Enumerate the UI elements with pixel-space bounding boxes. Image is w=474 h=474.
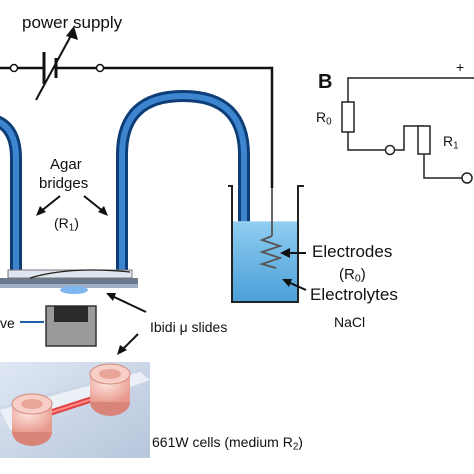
nacl-label: NaCl [334,314,366,330]
agar-bridge-right [116,89,250,284]
ibidi-label: Ibidi μ slides [150,319,228,335]
electrodes-label: Electrodes [312,242,393,261]
electrolytes-label: Electrolytes [310,285,398,304]
circuit-r1-label: R1 [443,133,459,152]
supply-wire [0,66,274,188]
slide-glow [60,286,88,294]
valve-box [45,305,97,347]
r0-electrode-label: (R0) [339,266,366,285]
cells-label: 661W cells (medium R2) [152,434,303,453]
circuit-r0-label: R0 [316,109,332,128]
wire-terminal-left [9,63,19,73]
agar-label-line1: Agar [50,156,82,173]
reservoir-left [11,393,53,446]
agar-label-line2: bridges [39,175,89,192]
reservoir-right [89,363,131,416]
valve-label: ve [0,315,15,331]
beaker [228,185,304,303]
circuit-node-2 [461,172,473,184]
power-supply-label: power supply [22,13,123,32]
resistor-r1 [417,125,431,155]
wire-terminal-right [95,63,105,73]
r1-bridge-label: (R1) [54,215,79,234]
plus-sign-label: + [456,59,465,75]
circuit-node-1 [384,144,396,156]
panel-b-label: B [318,71,333,93]
electrode-coil [258,188,283,269]
resistor-r0 [341,101,355,133]
electrolyte-liquid [233,222,297,302]
slide-tray [0,269,138,288]
equivalent-circuit [341,77,474,179]
ibidi-slide-photo [0,362,150,458]
power-supply-symbol [35,26,78,101]
